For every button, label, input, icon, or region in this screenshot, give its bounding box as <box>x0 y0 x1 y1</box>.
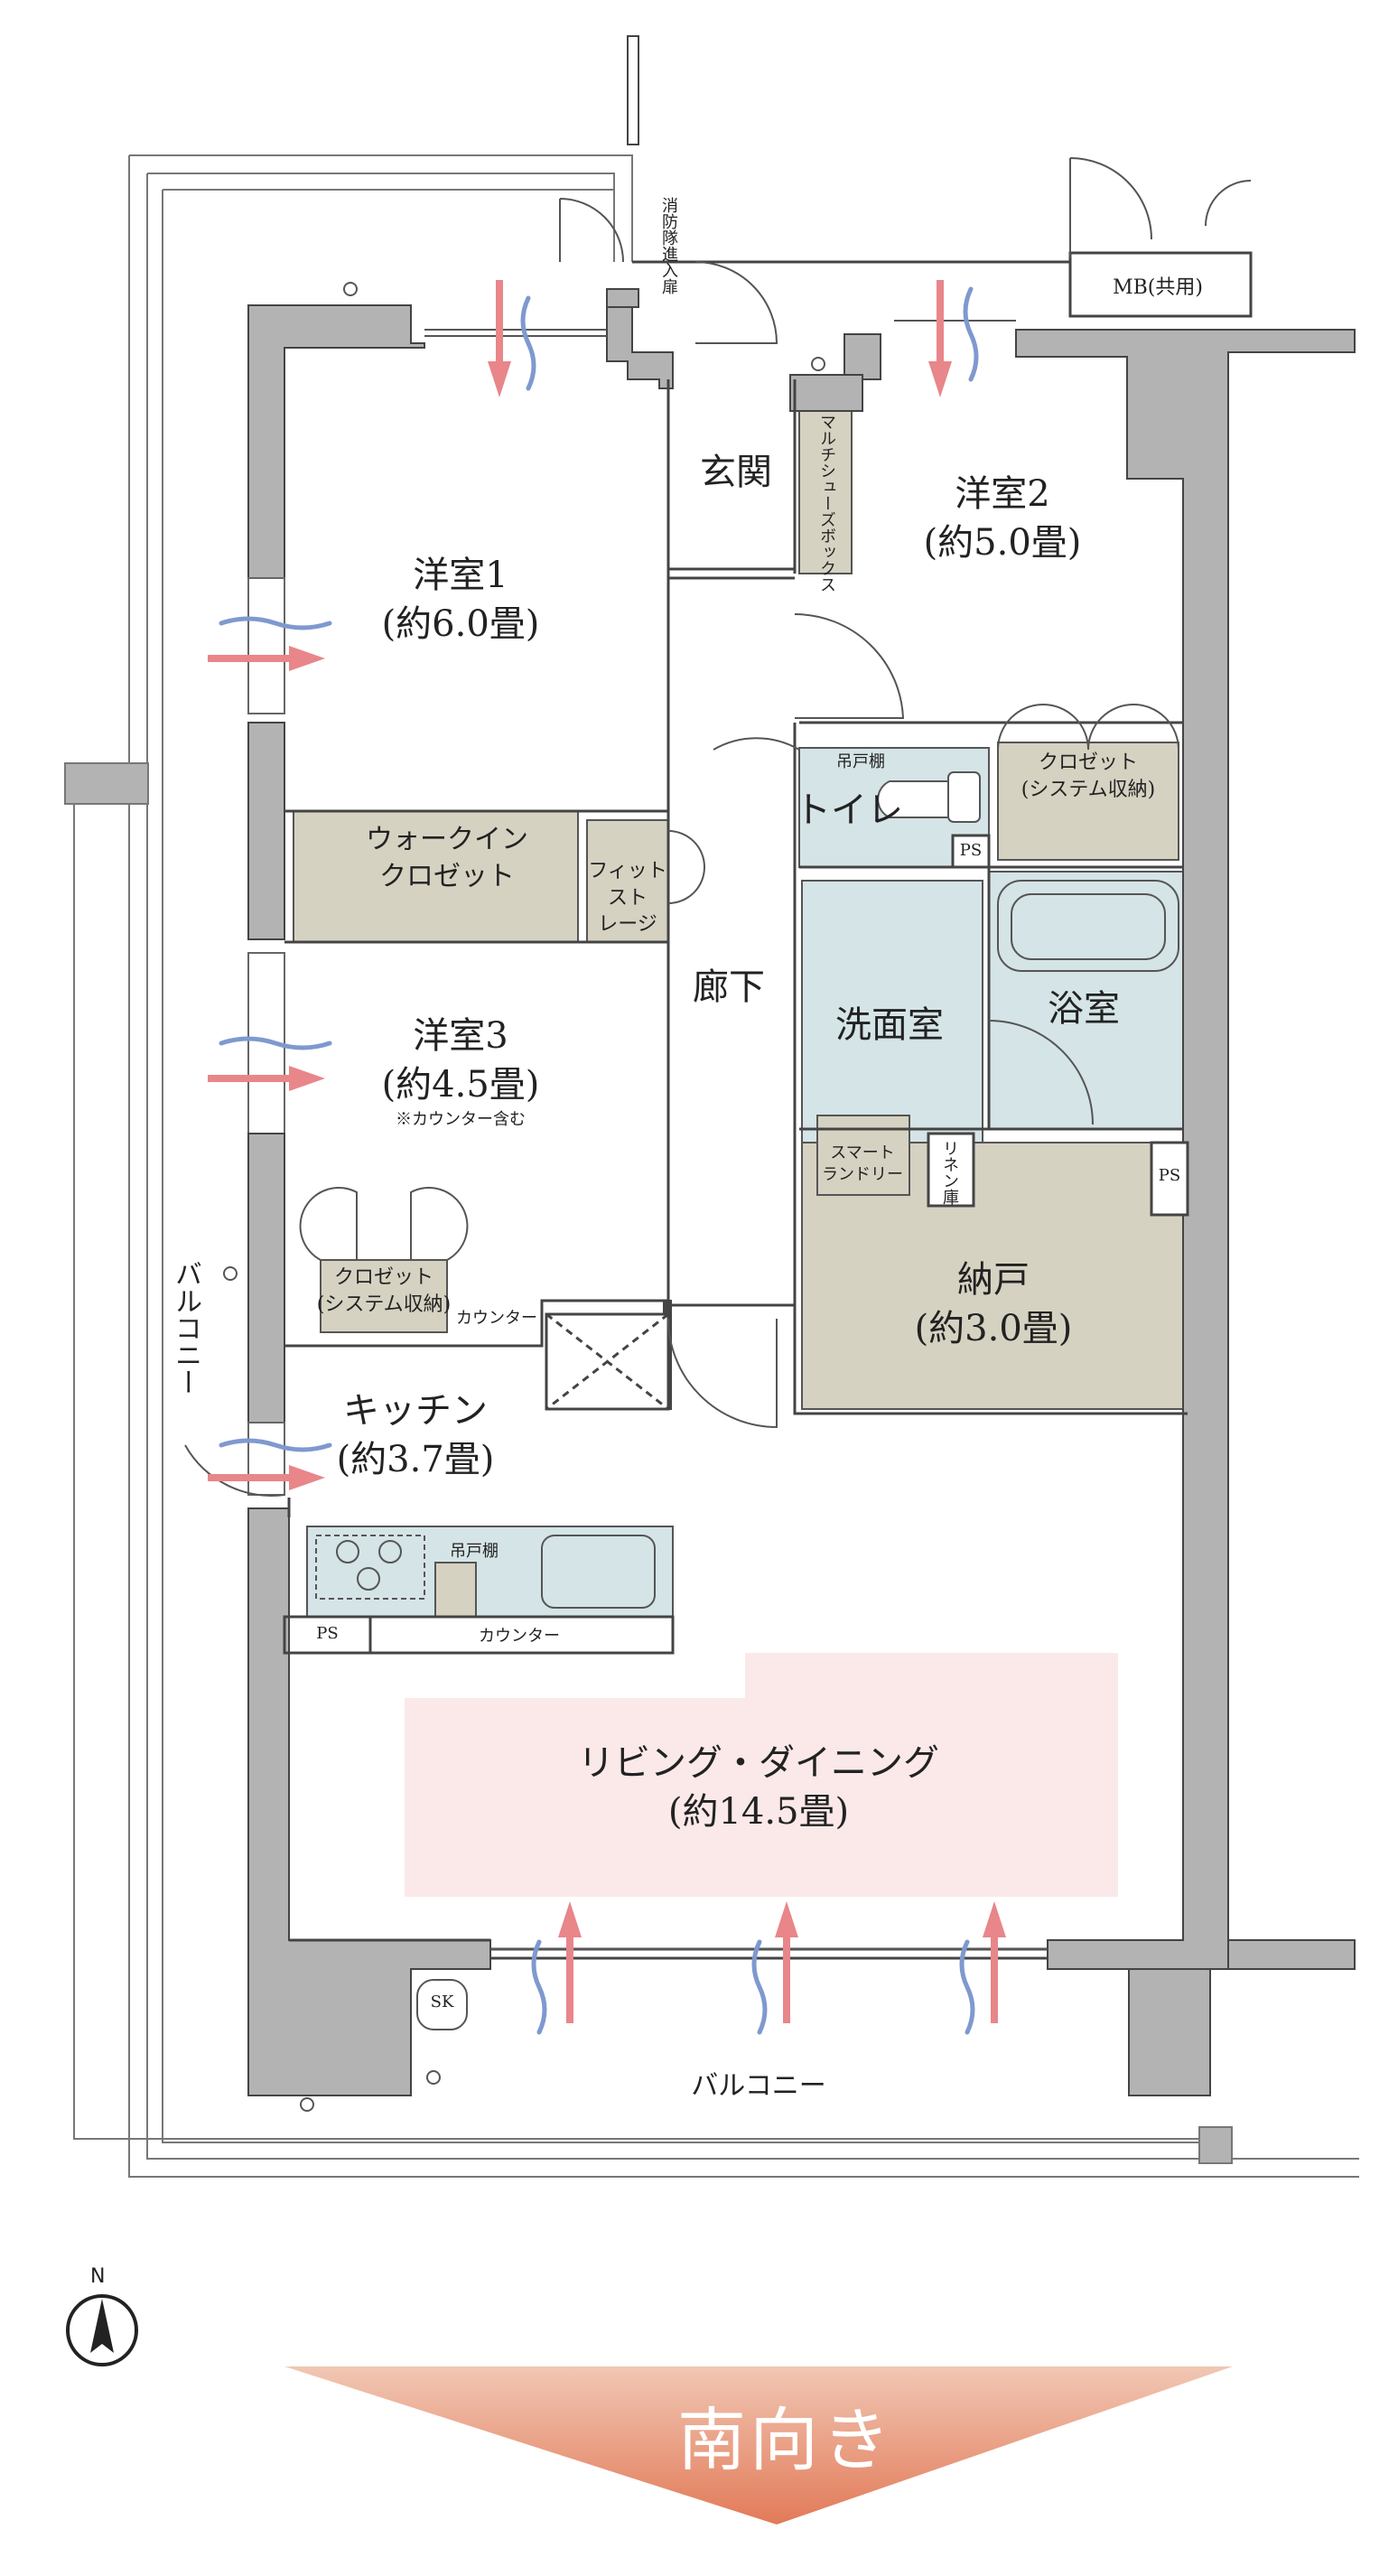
storeroom-size: (約3.0畳) <box>914 1308 1073 1349</box>
kitchen-tall-cabinet <box>434 1562 477 1618</box>
closet2-line2: (システム収納) <box>1021 778 1156 801</box>
living-name: リビング・ダイニング <box>578 1742 939 1784</box>
room1-size: (約6.0畳) <box>381 603 540 645</box>
ps-toilet-label: PS <box>959 841 983 860</box>
walkin-closet-line2: クロゼット <box>379 860 515 892</box>
storeroom-name: 納戸 <box>957 1259 1030 1301</box>
arrow-room2-north <box>928 280 952 397</box>
room3-label: 洋室3 (約4.5畳) ※カウンター含む <box>361 1012 560 1131</box>
door-swings <box>184 157 1252 1497</box>
smart-laundry-label: スマート ランドリー <box>813 1143 912 1187</box>
bathroom-label: 浴室 <box>1048 988 1120 1030</box>
walkin-closet-area <box>293 810 579 943</box>
walkin-closet-label: ウォークイン クロゼット <box>361 822 533 895</box>
kitchen-shelf-label: 吊戸棚 <box>450 1542 499 1561</box>
balcony-outline <box>64 154 1359 2178</box>
room1-label: 洋室1 (約6.0畳) <box>361 551 560 649</box>
arrow-room3-west <box>208 1066 325 1091</box>
arrow-room1-north <box>488 280 511 397</box>
closet2-line1: クロゼット <box>1038 751 1138 774</box>
orientation-label: 南向き <box>677 2400 894 2480</box>
hallway-label: 廊下 <box>693 966 765 1008</box>
arrow-living-3 <box>983 1901 1006 2023</box>
arrow-room1-west <box>208 646 325 671</box>
north-compass <box>66 2294 138 2366</box>
room3-size: (約4.5畳) <box>381 1064 540 1106</box>
living-size: (約14.5畳) <box>667 1791 850 1833</box>
closet2-area <box>997 742 1179 861</box>
smart-laundry-line2: ランドリー <box>822 1165 903 1185</box>
arrow-living-2 <box>775 1901 798 2023</box>
ps-storeroom-label: PS <box>1158 1166 1181 1185</box>
wall-room1-northwest <box>247 304 425 579</box>
entrance-label: 玄関 <box>700 452 772 493</box>
window-sashes <box>424 320 1048 1950</box>
balcony-south-label: バルコニー <box>691 2070 826 2102</box>
room1-name: 洋室1 <box>413 555 508 596</box>
storeroom-label: 納戸 (約3.0畳) <box>894 1255 1093 1353</box>
shoe-box-label: マルチシューズボックス <box>817 414 836 593</box>
north-letter: N <box>90 2265 106 2288</box>
room3-name: 洋室3 <box>413 1015 508 1057</box>
sink <box>541 1535 656 1609</box>
room2-label: 洋室2 (約5.0畳) <box>903 470 1102 567</box>
drain-circles <box>223 282 825 2112</box>
fit-storage-line2: スト <box>607 886 648 910</box>
room2-size: (約5.0畳) <box>923 522 1082 564</box>
living-zone <box>405 1653 1118 1897</box>
kitchen-name: キッチン <box>343 1390 488 1432</box>
wind-marks <box>219 286 979 2035</box>
living-label: リビング・ダイニング (約14.5畳) <box>542 1739 975 1836</box>
counter-room3-label: カウンター <box>456 1309 537 1328</box>
stove-burners <box>315 1535 425 1600</box>
arrow-kitchen-west <box>208 1465 325 1490</box>
bathtub <box>997 880 1179 972</box>
closet3-area <box>320 1259 448 1333</box>
room2-name: 洋室2 <box>955 473 1050 515</box>
wall-northwest-column <box>606 304 674 389</box>
fire-door-label: 消防隊進入扉 <box>659 197 678 294</box>
kitchen-label: キッチン (約3.7畳) <box>312 1386 519 1484</box>
closet3-line2: (システム収納) <box>316 1293 452 1316</box>
mb-label: MB(共用) <box>1113 276 1203 299</box>
washroom-label: 洗面室 <box>835 1004 944 1046</box>
smart-laundry-line1: スマート <box>830 1143 895 1162</box>
kitchen-size: (約3.7畳) <box>336 1439 495 1480</box>
arrow-living-1 <box>558 1901 582 2023</box>
orientation-arrow <box>284 2366 1233 2525</box>
toilet-shelf-label: 吊戸棚 <box>836 752 885 771</box>
partitions <box>283 251 1253 1960</box>
linen-label: リネン庫 <box>940 1140 959 1205</box>
counter-kitchen-label: カウンター <box>479 1627 560 1646</box>
closet3-label: クロゼット (システム収納) <box>316 1265 452 1318</box>
toilet-fixture <box>877 771 981 823</box>
fit-storage-line3: レージ <box>598 913 657 937</box>
balcony-west-label: バルコニー <box>170 1260 201 1395</box>
closet3-line1: クロゼット <box>333 1266 433 1289</box>
fit-storage-line1: フィット <box>588 860 667 882</box>
fit-storage-label: フィット スト レージ <box>587 858 668 938</box>
walkin-closet-line1: ウォークイン <box>366 824 528 855</box>
room3-note: ※カウンター含む <box>396 1110 526 1129</box>
toilet-label: トイレ <box>795 789 903 831</box>
airflow-arrows <box>208 280 1006 2023</box>
closet2-label: クロゼット (システム収納) <box>998 750 1179 803</box>
sk-label: SK <box>430 1993 454 2011</box>
ps-kitchen-label: PS <box>316 1624 339 1643</box>
